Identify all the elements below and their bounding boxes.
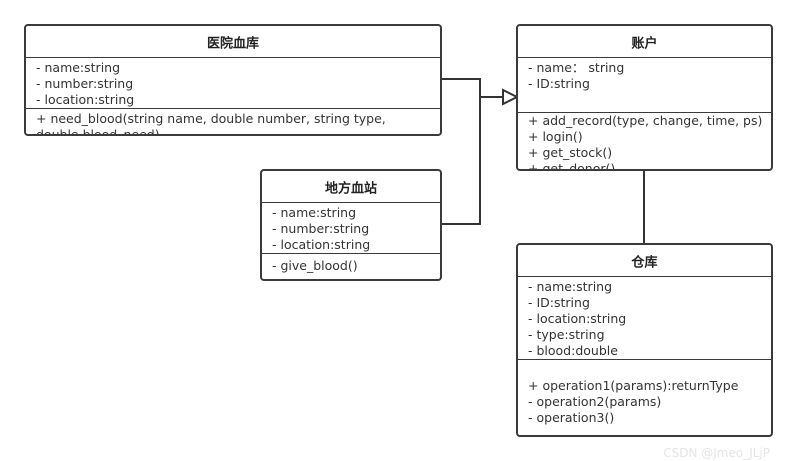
class-local-blood-station[interactable]: 地方血站 - name:string - number:string - loc… — [260, 169, 442, 281]
generalization-line-station — [441, 97, 481, 225]
operation: - give_blood() — [272, 258, 358, 273]
operations-section: + operation1(params):returnType - operat… — [518, 360, 771, 435]
class-title-text: 仓库 — [631, 255, 658, 270]
attribute: - ID:string — [528, 76, 590, 91]
operation-blank — [528, 362, 761, 378]
class-title: 账户 — [518, 26, 771, 58]
attribute: - name:string — [36, 60, 121, 75]
operation: + get_donor() — [528, 161, 616, 171]
operation: - operation2(params) — [528, 394, 662, 409]
attribute: - ID:string — [528, 295, 590, 310]
class-warehouse[interactable]: 仓库 - name:string - ID:string - location:… — [516, 243, 773, 437]
operations-section: + need_blood(string name, double number,… — [26, 109, 440, 134]
attribute: - name： string — [528, 60, 625, 75]
attribute: - blood:double — [528, 343, 618, 358]
attributes-section: - name:string - number:string - location… — [262, 203, 440, 254]
attributes-section: - name:string - ID:string - location:str… — [518, 277, 771, 360]
attribute: - number:string — [272, 221, 370, 236]
operation: + get_stock() — [528, 145, 613, 160]
class-title-text: 账户 — [631, 36, 658, 51]
class-account[interactable]: 账户 - name： string - ID:string + add_reco… — [516, 24, 773, 171]
class-title: 仓库 — [518, 245, 771, 277]
class-title: 医院血库 — [26, 26, 440, 58]
attributes-section: - name： string - ID:string — [518, 58, 771, 113]
class-title: 地方血站 — [262, 171, 440, 203]
operations-section: + add_record(type, change, time, ps) + l… — [518, 113, 771, 169]
attribute: - location:string — [36, 92, 135, 107]
attribute: - name:string — [528, 279, 613, 294]
generalization-arrowhead — [502, 88, 520, 106]
attribute: - location:string — [272, 237, 371, 252]
class-title-text: 地方血站 — [324, 181, 377, 196]
operation: + need_blood(string name, double number,… — [36, 111, 386, 136]
attribute: - type:string — [528, 327, 605, 342]
operation: + login() — [528, 129, 583, 144]
generalization-line-hospital — [441, 78, 503, 98]
operation: + add_record(type, change, time, ps) — [528, 113, 763, 128]
operations-section: - give_blood() — [262, 254, 440, 279]
attribute: - number:string — [36, 76, 134, 91]
watermark-text: CSDN @Jmeo_JLjP — [663, 446, 770, 460]
attribute: - name:string — [272, 205, 357, 220]
operation: + operation1(params):returnType — [528, 378, 739, 393]
attributes-section: - name:string - number:string - location… — [26, 58, 440, 109]
operation: - operation3() — [528, 410, 615, 425]
class-hospital-blood-bank[interactable]: 医院血库 - name:string - number:string - loc… — [24, 24, 442, 136]
attribute: - location:string — [528, 311, 627, 326]
class-title-text: 医院血库 — [206, 36, 259, 51]
